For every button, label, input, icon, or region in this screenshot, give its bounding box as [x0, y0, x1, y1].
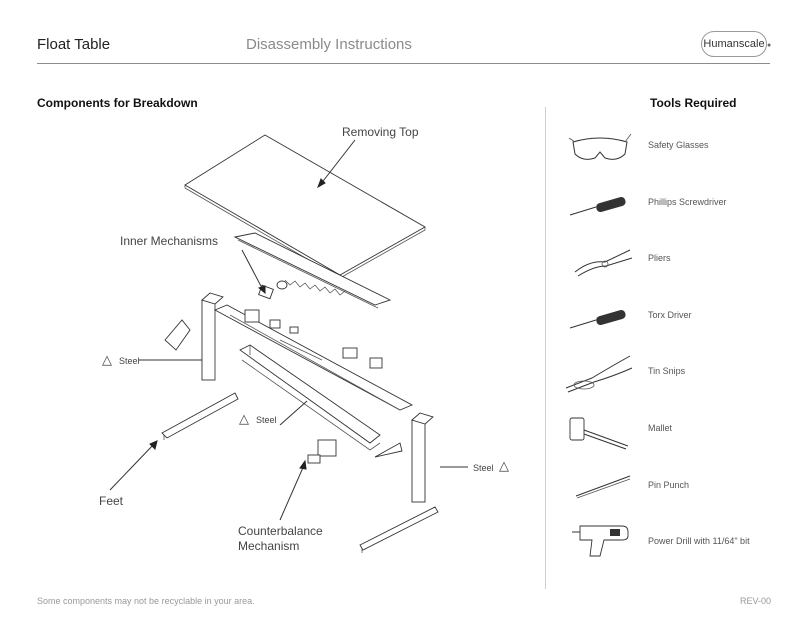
tool-label-power-drill: Power Drill with 11/64" bit — [648, 536, 750, 546]
counterbalance-channel — [239, 344, 381, 444]
humanscale-logo: Humanscale — [701, 31, 767, 57]
upper-beam — [213, 304, 414, 411]
inner-mechanism-spring — [284, 279, 346, 296]
feet-callout: Feet — [99, 494, 124, 508]
recycle-triangle-icon: △ — [499, 458, 509, 473]
steel-middle-callout: Steel — [256, 415, 277, 425]
mallet-icon — [569, 417, 629, 450]
column-divider — [545, 107, 546, 589]
components-section-title: Components for Breakdown — [37, 96, 198, 110]
pliers-icon — [574, 249, 633, 277]
right-foot — [359, 506, 439, 551]
tools-section-title: Tools Required — [650, 96, 737, 110]
tool-label-pliers: Pliers — [648, 253, 671, 263]
recycle-triangle-icon: △ — [102, 352, 112, 367]
safety-glasses-icon — [568, 133, 632, 160]
logo-text: Humanscale — [703, 38, 765, 50]
recycle-triangle-icon: △ — [239, 411, 249, 426]
revision-label: REV-00 — [740, 596, 772, 606]
pin-punch-icon — [575, 475, 631, 499]
tool-label-safety-glasses: Safety Glasses — [648, 140, 709, 150]
removing-top-callout: Removing Top — [342, 125, 419, 139]
inner-mechanisms-callout: Inner Mechanisms — [120, 234, 219, 248]
recyclability-note: Some components may not be recyclable in… — [37, 596, 255, 606]
right-leg — [411, 419, 426, 503]
steel-right-callout: Steel — [473, 463, 494, 473]
header-divider — [37, 63, 770, 64]
counterbalance-callout-line2: Mechanism — [238, 539, 300, 553]
top-rail — [233, 232, 392, 306]
mechanism-block — [244, 309, 260, 323]
tool-label-tin-snips: Tin Snips — [648, 366, 686, 376]
right-steel-bracket — [374, 442, 403, 458]
counterbalance-unit — [317, 439, 337, 457]
document-title: Float Table — [37, 36, 111, 53]
counterbalance-callout-line1: Counterbalance — [238, 524, 323, 538]
tool-label-phillips-screwdriver: Phillips Screwdriver — [648, 197, 727, 207]
torx-driver-icon — [569, 310, 626, 329]
tool-label-pin-punch: Pin Punch — [648, 480, 690, 490]
steel-left-callout: Steel — [119, 356, 140, 366]
tool-label-torx-driver: Torx Driver — [648, 310, 692, 320]
table-top-panel — [184, 134, 426, 276]
registered-mark-icon: ● — [767, 42, 772, 49]
left-foot — [161, 392, 239, 439]
tin-snips-icon — [565, 355, 633, 393]
phillips-screwdriver-icon — [569, 197, 626, 216]
left-leg — [201, 299, 216, 381]
exploded-table-diagram — [109, 134, 468, 553]
left-steel-bracket — [164, 319, 191, 351]
power-drill-icon — [572, 525, 629, 557]
tool-label-mallet: Mallet — [648, 423, 673, 433]
document-subtitle: Disassembly Instructions — [246, 36, 412, 53]
